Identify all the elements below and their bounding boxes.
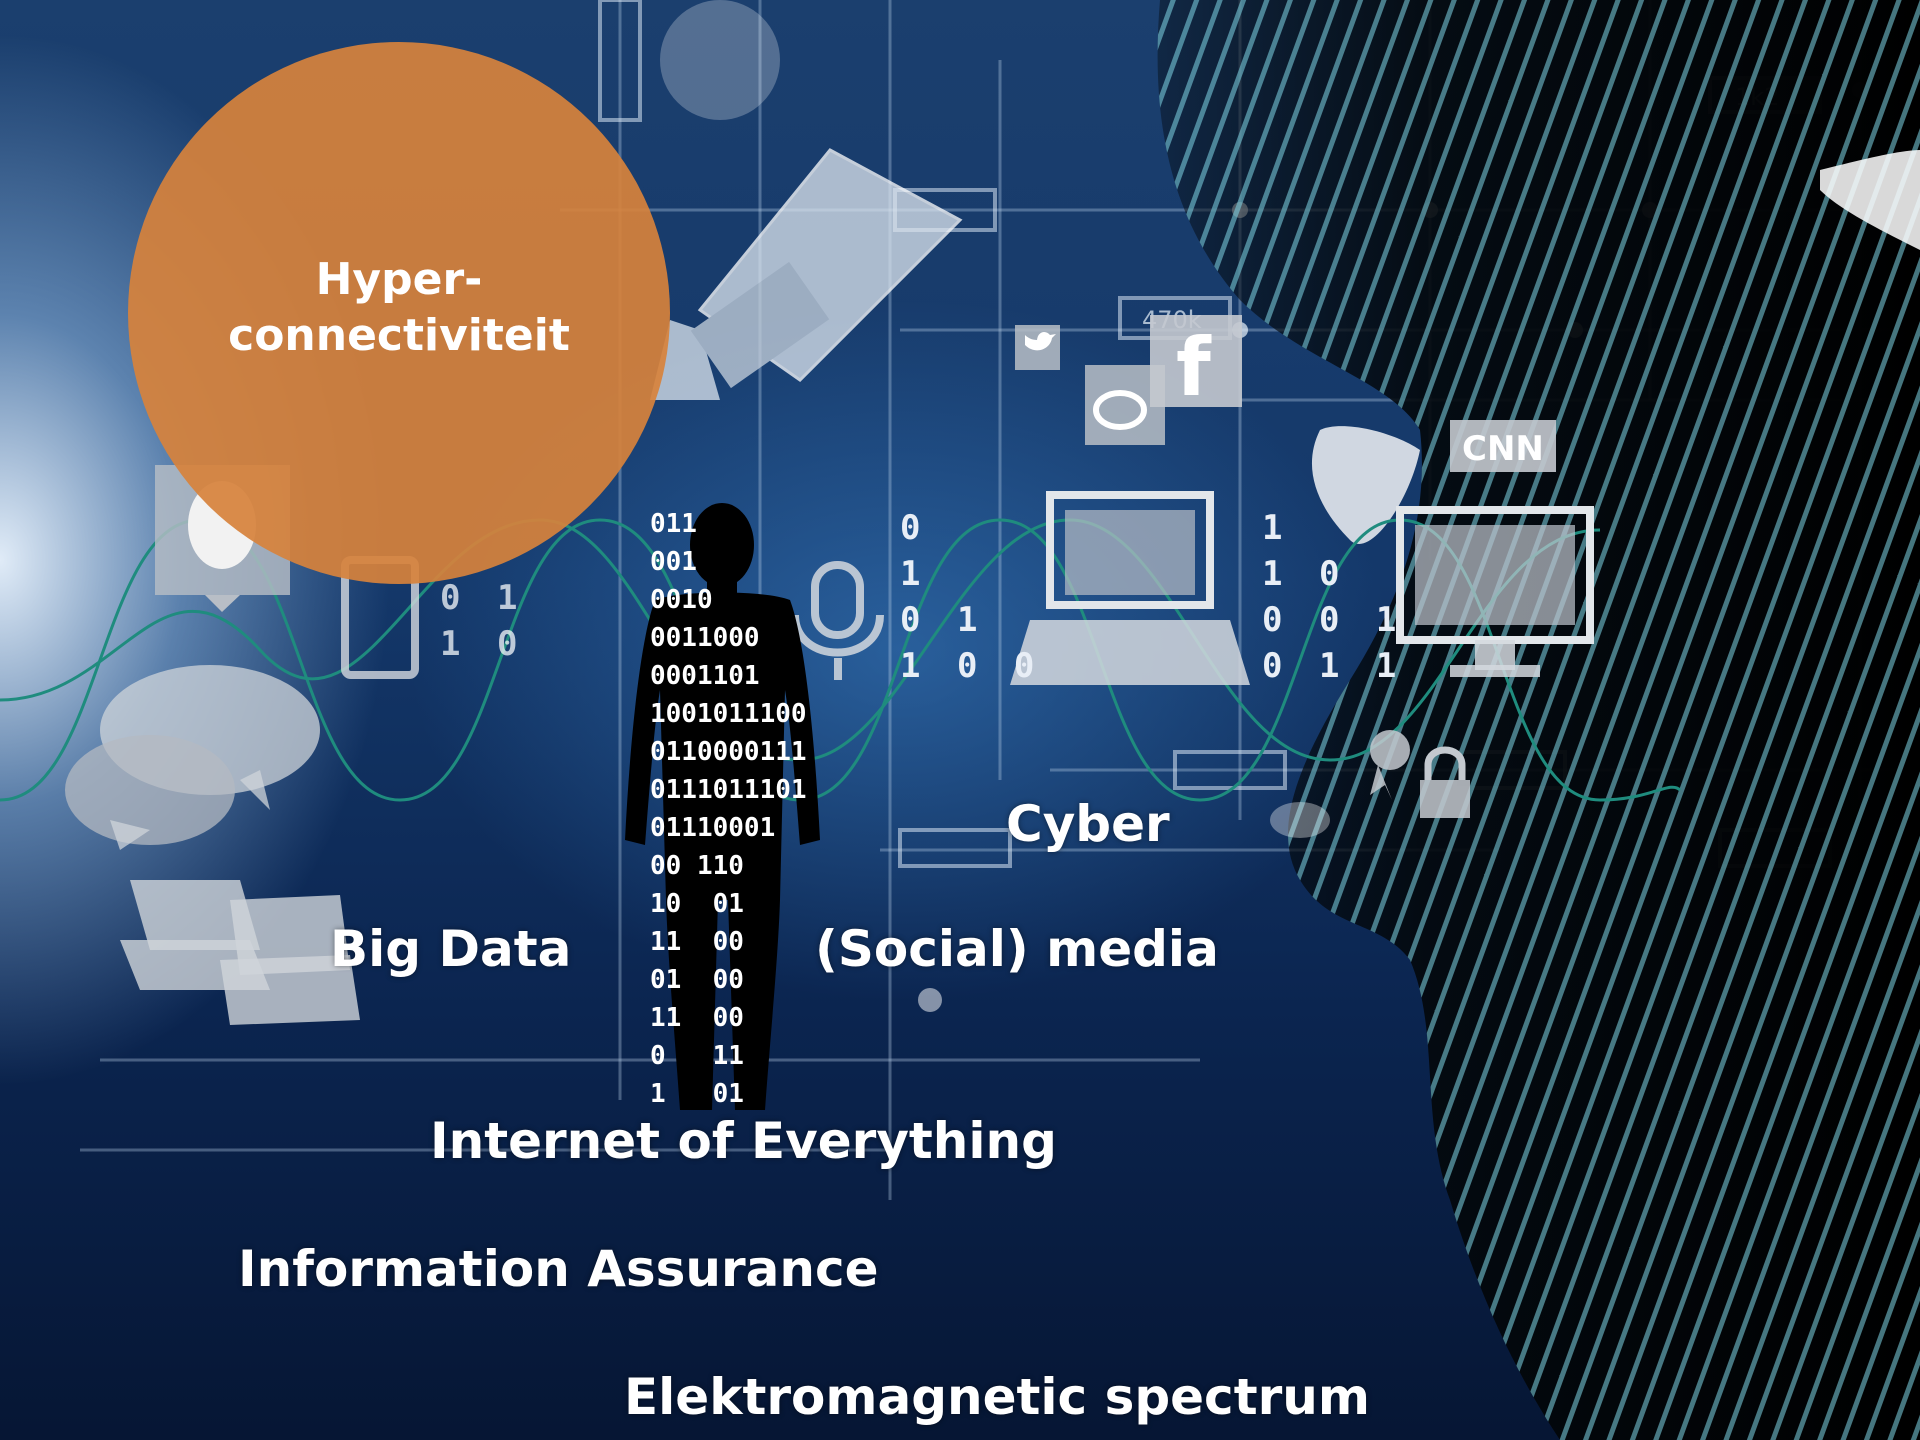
binary-column-2: 1 1 0 0 0 1 0 1 1 [1262, 508, 1405, 686]
satellite-icon [650, 148, 963, 400]
face-illustration [1157, 0, 1920, 1440]
glow-dot [918, 988, 942, 1012]
svg-text:CNN: CNN [1462, 429, 1544, 469]
figure-binary-text: 011 001 0010 0011000 0001101 1001011100 … [650, 509, 807, 1109]
binary-column-1: 0 1 0 1 1 0 0 [900, 508, 1043, 686]
label-information-assurance: Information Assurance [238, 1240, 879, 1298]
chat-bubbles-icon [65, 665, 320, 850]
monitor-icon [1396, 506, 1594, 677]
facebook-icon: f [1150, 315, 1242, 414]
label-social-media: (Social) media [815, 920, 1219, 978]
laptop-icon [1010, 491, 1250, 685]
binary-person-silhouette [625, 503, 820, 1110]
binary-column-3: 0 1 1 0 [440, 578, 526, 664]
svg-text:f: f [1176, 321, 1212, 414]
microphone-icon [791, 561, 884, 680]
award-ribbon-icon [1370, 730, 1410, 800]
label-internet-of-everything: Internet of Everything [430, 1112, 1057, 1170]
lock-icon [1420, 746, 1470, 818]
label-big-data: Big Data [330, 920, 572, 978]
books-icon [120, 880, 360, 1025]
hub-title: Hyper- connectiviteit [128, 252, 670, 364]
hub-title-line1: Hyper- [315, 254, 483, 305]
twitter-icon [1015, 325, 1060, 370]
label-em-spectrum: Elektromagnetic spectrum [624, 1368, 1370, 1426]
label-cyber: Cyber [1006, 795, 1170, 853]
hub-title-line2: connectiviteit [228, 310, 570, 361]
cnn-icon: CNN [1450, 420, 1556, 472]
hub-circle [128, 42, 670, 584]
glow [660, 0, 780, 120]
